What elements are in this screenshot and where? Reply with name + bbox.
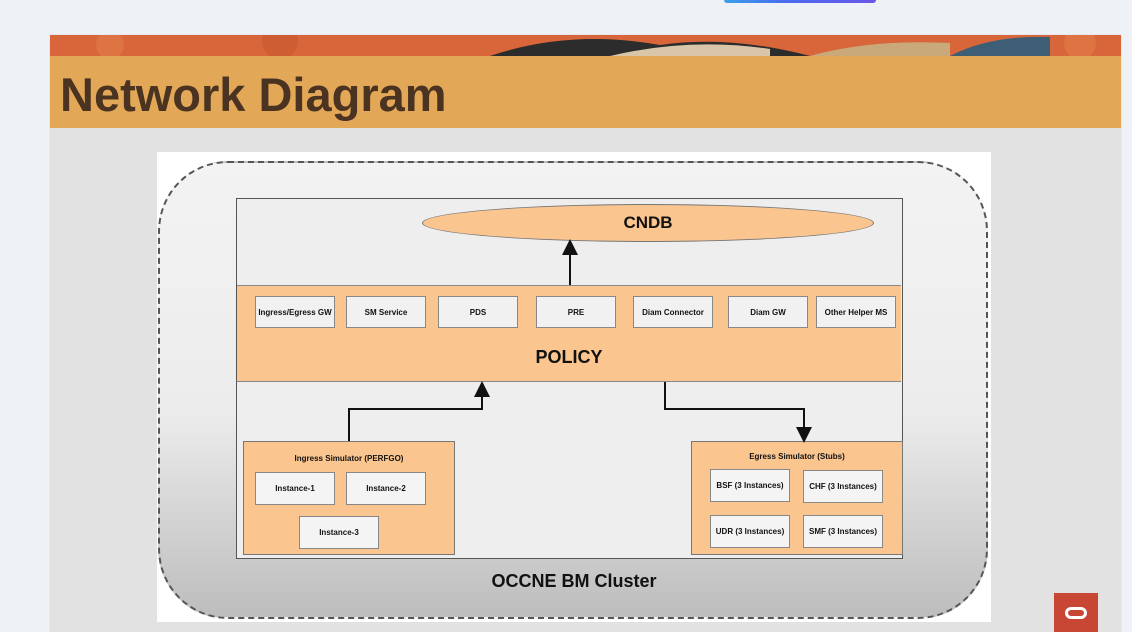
title-band: Network Diagram — [50, 56, 1121, 128]
connector-arrows — [348, 239, 812, 443]
service-diam-gw: Diam GW — [728, 296, 808, 328]
service-other-helper-ms: Other Helper MS — [816, 296, 896, 328]
policy-block: Ingress/Egress GW SM Service PDS PRE Dia… — [237, 285, 901, 382]
cndb-node: CNDB — [422, 204, 874, 242]
egress-instance: CHF (3 Instances) — [803, 470, 883, 503]
egress-instance: BSF (3 Instances) — [710, 469, 790, 502]
service-diam-connector: Diam Connector — [633, 296, 713, 328]
network-diagram: CNDB Ingress/Egress GW SM Service PDS PR… — [157, 152, 991, 622]
top-toolbar-button[interactable] — [724, 0, 876, 3]
egress-simulator-title: Egress Simulator (Stubs) — [749, 452, 845, 461]
ingress-to-policy-arrow — [348, 381, 490, 441]
service-pds: PDS — [438, 296, 518, 328]
service-pre: PRE — [536, 296, 616, 328]
egress-instance: UDR (3 Instances) — [710, 515, 790, 548]
ingress-instance: Instance-3 — [299, 516, 379, 549]
egress-simulator: Egress Simulator (Stubs) BSF (3 Instance… — [691, 441, 903, 555]
service-ingress-egress-gw: Ingress/Egress GW — [255, 296, 335, 328]
browser-top-strip — [0, 0, 1132, 12]
ingress-instance: Instance-1 — [255, 472, 335, 505]
slide: Network Diagram CNDB Ingress/Egress GW S… — [50, 35, 1121, 632]
service-sm-service: SM Service — [346, 296, 426, 328]
egress-instance: SMF (3 Instances) — [803, 515, 883, 548]
deployment-box: CNDB Ingress/Egress GW SM Service PDS PR… — [236, 198, 903, 559]
decorative-header-art — [50, 35, 1121, 56]
slide-title: Network Diagram — [60, 68, 447, 121]
ingress-simulator: Ingress Simulator (PERFGO) Instance-1 In… — [243, 441, 455, 555]
policy-to-egress-arrow — [664, 382, 812, 443]
oracle-logo-icon — [1054, 593, 1098, 632]
ingress-instance: Instance-2 — [346, 472, 426, 505]
policy-label: POLICY — [535, 347, 603, 367]
cluster-label: OCCNE BM Cluster — [491, 571, 657, 591]
ingress-simulator-title: Ingress Simulator (PERFGO) — [294, 454, 404, 463]
